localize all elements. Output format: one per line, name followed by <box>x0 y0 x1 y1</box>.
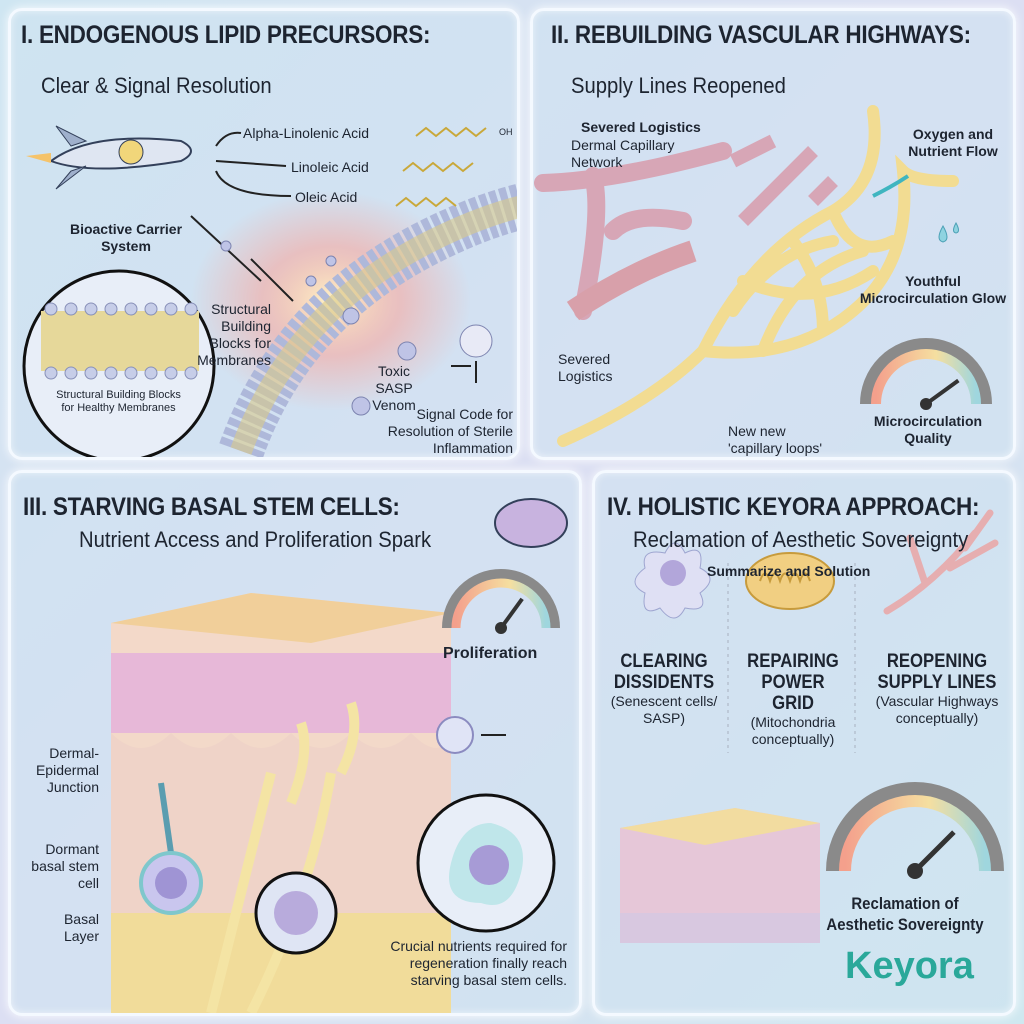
panel-subtitle: Clear & Signal Resolution <box>41 73 272 98</box>
caption: Crucial nutrients required for regenerat… <box>390 938 567 988</box>
solution-sub: (Vascular Highways conceptually) <box>875 693 999 726</box>
skin-illustration <box>111 498 568 1013</box>
microcirculation-gauge <box>860 338 992 410</box>
panel-subtitle: Nutrient Access and Proliferation Spark <box>79 527 432 552</box>
acid-label: Linoleic Acid <box>291 159 369 175</box>
gauge-label: Proliferation <box>443 645 538 662</box>
panel-basal-stem-cells: III. STARVING BASAL STEM CELLS: Nutrient… <box>8 470 582 1016</box>
dej-label: Dermal-Epidermal Junction <box>35 745 99 795</box>
panel-lipid-precursors: I. ENDOGENOUS LIPID PRECURSORS: Clear & … <box>8 8 520 460</box>
blocks-label: Structural Building Blocks for Membranes <box>197 301 271 368</box>
network-label: Dermal Capillary Network <box>571 137 675 170</box>
solution-title: REPAIRING POWER GRID <box>747 651 839 714</box>
lipid-illustration <box>22 125 517 457</box>
solution-title: CLEARING DISSIDENTS <box>613 651 715 693</box>
solution-title: REOPENING SUPPLY LINES <box>877 651 997 693</box>
panel-title: III. STARVING BASAL STEM CELLS: <box>23 493 400 521</box>
gauge-needle <box>499 597 524 630</box>
solution-sub: (Senescent cells/ SASP) <box>610 693 718 726</box>
gauge-needle <box>924 378 960 406</box>
new-loops-label: New new 'capillary loops' <box>728 423 823 456</box>
glow-label: Youthful Microcirculation Glow <box>859 273 1007 306</box>
gauge-label: Microcirculation Quality <box>873 413 983 446</box>
approach-illustration <box>620 509 1004 943</box>
signal-label: Signal Code for Resolution of Sterile In… <box>387 406 513 456</box>
severed-label: Severed Logistics <box>558 351 613 384</box>
oh-label: OH <box>499 127 513 137</box>
solution-item: REOPENING SUPPLY LINES (Vascular Highway… <box>857 651 1013 727</box>
inset-label: Structural Building Blocks for Healthy M… <box>56 389 181 414</box>
panel-title: II. REBUILDING VASCULAR HIGHWAYS: <box>551 21 971 49</box>
panel-vascular-highways: II. REBUILDING VASCULAR HIGHWAYS: Supply… <box>530 8 1016 460</box>
gauge-needle <box>913 830 956 873</box>
severed-title: Severed Logistics <box>581 119 701 135</box>
vessel-illustration <box>534 105 992 447</box>
sasp-label: Toxic SASP Venom <box>372 363 416 413</box>
reclamation-gauge <box>826 782 1004 879</box>
panel-subtitle: Supply Lines Reopened <box>571 73 786 98</box>
acid-label: Alpha-Linolenic Acid <box>243 125 370 141</box>
solution-item: REPAIRING POWER GRID (Mitochondria conce… <box>731 651 855 748</box>
panel-keyora-approach: IV. HOLISTIC KEYORA APPROACH: Reclamatio… <box>592 470 1016 1016</box>
dormant-label: Dormant basal stem cell <box>31 841 99 891</box>
rocket-icon <box>26 125 192 190</box>
gauge-label: Reclamation of Aesthetic Sovereignty <box>826 894 984 934</box>
flow-label: Oxygen and Nutrient Flow <box>908 126 998 159</box>
solution-item: CLEARING DISSIDENTS (Senescent cells/ SA… <box>597 651 731 727</box>
proliferation-gauge <box>442 569 560 634</box>
carrier-label: Bioactive Carrier System <box>69 221 183 254</box>
solution-sub: (Mitochondria conceptually) <box>750 714 836 747</box>
panel-subtitle: Reclamation of Aesthetic Sovereignty <box>633 527 969 552</box>
acid-label: Oleic Acid <box>295 189 358 205</box>
basal-label: Basal Layer <box>63 911 99 944</box>
section-title: Summarize and Solution <box>707 563 871 579</box>
panel-title: IV. HOLISTIC KEYORA APPROACH: <box>607 493 980 521</box>
keyora-logo: Keyora <box>845 945 974 987</box>
panel-title: I. ENDOGENOUS LIPID PRECURSORS: <box>21 21 431 49</box>
